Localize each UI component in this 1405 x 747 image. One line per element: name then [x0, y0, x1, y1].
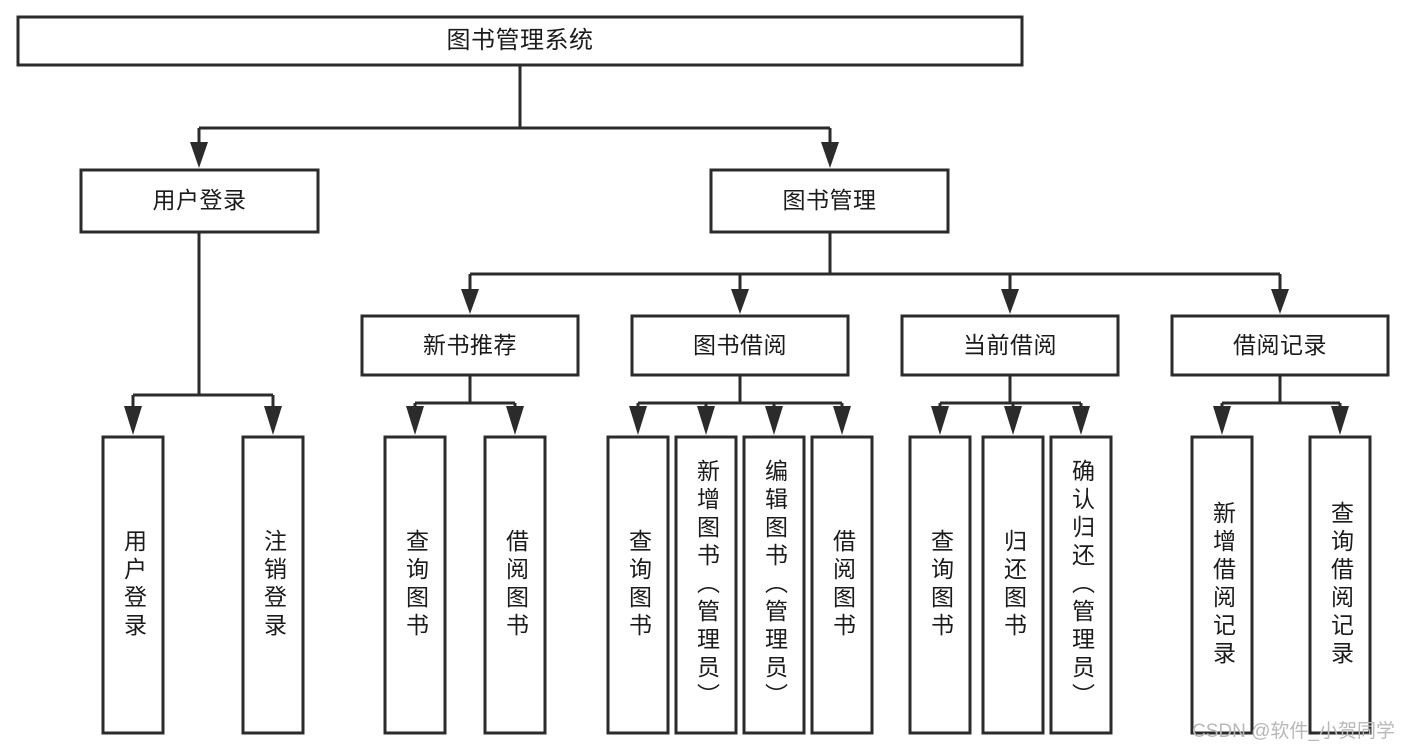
leaf-box-8[interactable]: [908, 435, 972, 735]
node-box-current-borrow[interactable]: [900, 314, 1120, 377]
node-box-book-borrow[interactable]: [630, 314, 850, 377]
leaf-box-2[interactable]: [383, 435, 447, 735]
leaf-box-10[interactable]: [1049, 435, 1113, 735]
arrow-current-leaf-1: [931, 406, 949, 435]
connector-group-new-book-recommend: [406, 375, 524, 435]
arrow-bookmgmt-child-3: [1001, 289, 1019, 314]
leaf-box-4[interactable]: [606, 435, 670, 735]
arrow-borrow-leaf-3: [765, 406, 783, 435]
connector-group-book-management: [461, 232, 1289, 314]
leaf-box-12[interactable]: [1308, 435, 1372, 735]
arrow-current-leaf-2: [1004, 406, 1022, 435]
connector-group-book-borrow: [629, 375, 851, 435]
connector-group-root: [190, 65, 839, 168]
arrow-newbook-leaf-1: [406, 406, 424, 435]
node-box-borrow-records[interactable]: [1170, 314, 1390, 377]
arrow-login-leaf-2: [264, 406, 282, 435]
arrow-borrow-leaf-1: [629, 406, 647, 435]
node-box-root[interactable]: [16, 15, 1024, 67]
arrow-root-to-bookmgmt: [821, 142, 839, 168]
arrow-newbook-leaf-2: [506, 406, 524, 435]
arrow-bookmgmt-child-4: [1271, 289, 1289, 314]
arrow-records-leaf-2: [1331, 406, 1349, 435]
arrow-bookmgmt-child-2: [731, 289, 749, 314]
node-box-book-management[interactable]: [709, 168, 950, 234]
leaf-box-11[interactable]: [1190, 435, 1254, 735]
leaf-box-9[interactable]: [981, 435, 1045, 735]
leaf-box-5[interactable]: [674, 435, 738, 735]
node-box-user-login[interactable]: [79, 168, 320, 234]
connector-group-borrow-records: [1213, 375, 1349, 435]
arrow-bookmgmt-child-1: [461, 289, 479, 314]
arrow-borrow-leaf-2: [697, 406, 715, 435]
arrow-login-leaf-1: [124, 406, 142, 435]
leaf-box-3[interactable]: [483, 435, 547, 735]
arrow-borrow-leaf-4: [833, 406, 851, 435]
leaf-box-0[interactable]: [101, 435, 165, 735]
leaf-box-6[interactable]: [742, 435, 806, 735]
connector-group-current-borrow: [931, 375, 1090, 435]
node-box-new-book-recommend[interactable]: [360, 314, 580, 377]
arrow-records-leaf-1: [1213, 406, 1231, 435]
leaf-box-1[interactable]: [241, 435, 305, 735]
arrow-root-to-login: [190, 142, 208, 168]
leaf-box-7[interactable]: [810, 435, 874, 735]
arrow-current-leaf-3: [1072, 406, 1090, 435]
connector-group-user-login: [124, 232, 282, 435]
